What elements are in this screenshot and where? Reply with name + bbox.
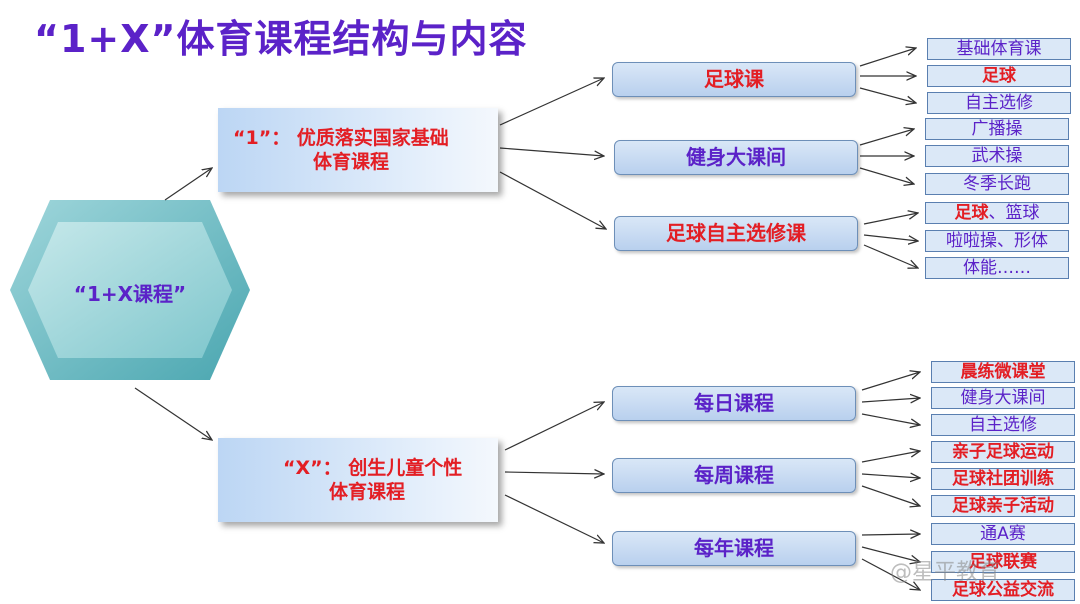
group-football-class: 足球课 (612, 62, 856, 97)
arrow-root-to-branch1 (164, 168, 212, 201)
branch2-label-line1: “X”： 创生儿童个性 (283, 457, 463, 479)
page-title: “1+X”体育课程结构与内容 (34, 17, 528, 61)
leaf-fitness-break: 健身大课间 (931, 387, 1075, 409)
group-daily-course: 每日课程 (612, 386, 856, 421)
branch1-label-line2: 体育课程 (313, 151, 390, 173)
leaf-basic-pe: 基础体育课 (927, 38, 1071, 60)
leaf-football-club: 足球社团训练 (931, 468, 1075, 490)
arrow-b1-to-g1 (499, 78, 604, 126)
leaf-parent-child-activity: 足球亲子活动 (931, 495, 1075, 517)
leaf-parent-child-football: 亲子足球运动 (931, 441, 1075, 463)
group-fitness-break: 健身大课间 (614, 140, 858, 175)
leaf-morning-class: 晨练微课堂 (931, 361, 1075, 383)
arrow-b1-to-g2 (499, 147, 604, 156)
arrow-b1-to-g3 (499, 171, 606, 229)
watermark: @星平教育 (890, 560, 1001, 585)
leaf-cheerleading: 啦啦操、形体 (925, 230, 1069, 252)
group-yearly-course: 每年课程 (612, 531, 856, 566)
arrow-b2-to-g4 (504, 402, 604, 451)
leaf-football: 足球 (927, 65, 1071, 87)
leaf-football-basketball: 足球、篮球 (925, 202, 1069, 224)
branch1-box: “1”： 优质落实国家基础 体育课程 (218, 108, 498, 192)
leaf-tong-a-match: 通A赛 (931, 523, 1075, 545)
leaf-fitness: 体能…… (925, 257, 1069, 279)
arrow-root-to-branch2 (134, 387, 212, 440)
branch2-box: “X”： 创生儿童个性 体育课程 (218, 438, 498, 522)
root-label: “1+X课程” (73, 282, 187, 306)
group-football-elective: 足球自主选修课 (614, 216, 858, 251)
leaf-winter-run: 冬季长跑 (925, 173, 1069, 195)
leaf-football-charity: 足球公益交流 (931, 579, 1075, 601)
leaf-broadcast-exercise: 广播操 (925, 118, 1069, 140)
arrow-b2-to-g5 (504, 472, 604, 474)
branch2-label-line2: 体育课程 (329, 481, 406, 503)
root-hexagon-inner (28, 222, 232, 358)
leaf-football-red: 足球 (954, 203, 989, 223)
leaf-basketball: 、篮球 (988, 203, 1040, 223)
branch1-label-line1: “1”： 优质落实国家基础 (233, 127, 449, 149)
leaf-daily-elective: 自主选修 (931, 414, 1075, 436)
arrow-b2-to-g6 (504, 494, 604, 543)
leaf-elective: 自主选修 (927, 92, 1071, 114)
leaf-martial-arts: 武术操 (925, 145, 1069, 167)
group-weekly-course: 每周课程 (612, 458, 856, 493)
leaf-football-league: 足球联赛 (931, 551, 1075, 573)
